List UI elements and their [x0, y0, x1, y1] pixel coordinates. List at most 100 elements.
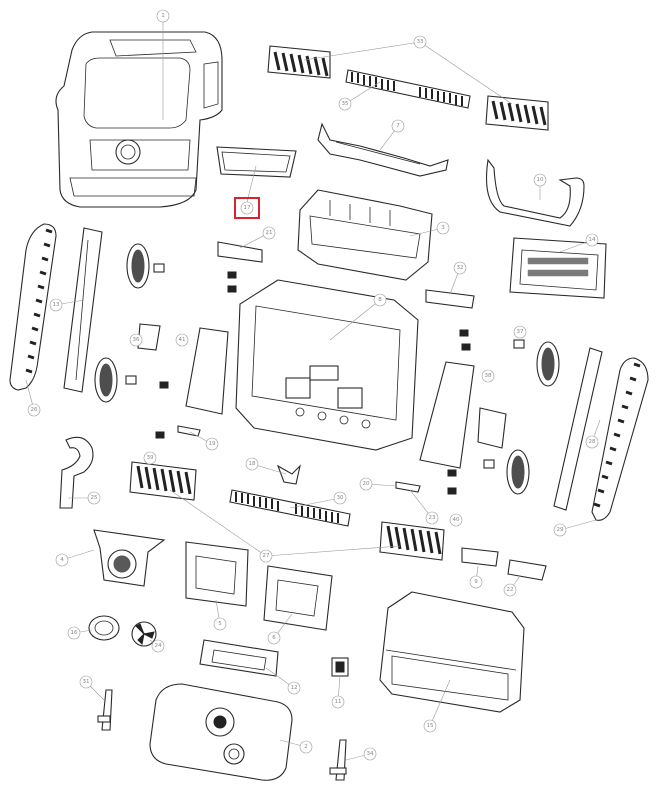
motor-bracket-6-part	[263, 565, 333, 631]
callout-17-label: 17	[244, 205, 251, 211]
callout-14[interactable]: 14	[585, 233, 599, 247]
side-panel-left-part	[63, 227, 103, 393]
callout-label: 22	[507, 587, 514, 593]
callout-39[interactable]: 39	[143, 451, 157, 465]
callout-circle	[513, 325, 527, 339]
callout-circle	[359, 477, 373, 491]
side-bracket-left-part	[185, 327, 229, 415]
track-left-part	[9, 223, 57, 391]
callout-25[interactable]: 25	[87, 491, 101, 505]
clip-set-part	[125, 263, 525, 493]
callout-circle	[299, 740, 313, 754]
gear-stack-left-part	[155, 271, 237, 439]
callout-4[interactable]: 4	[55, 553, 69, 567]
callout-circle	[425, 511, 439, 525]
callout-label: 26	[31, 407, 38, 413]
latch-right-part	[425, 289, 475, 309]
callout-36[interactable]: 36	[129, 333, 143, 347]
callout-label: 12	[291, 685, 298, 691]
highlighted-callout-17[interactable]: 17	[234, 197, 260, 219]
callout-32[interactable]: 32	[453, 261, 467, 275]
callout-label: 4	[60, 557, 64, 563]
hook-tool-part	[59, 436, 94, 509]
callout-40[interactable]: 40	[449, 513, 463, 527]
callout-circle	[262, 226, 276, 240]
callout-circle	[585, 233, 599, 247]
hose-part	[485, 158, 585, 227]
callout-19[interactable]: 19	[205, 437, 219, 451]
wheel-right-lower-part	[506, 449, 530, 495]
top-bracket-part	[317, 122, 449, 177]
callout-38[interactable]: 38	[481, 369, 495, 383]
callout-34[interactable]: 34	[363, 747, 377, 761]
callout-41[interactable]: 41	[175, 333, 189, 347]
callout-circle	[413, 35, 427, 49]
callout-circle	[27, 403, 41, 417]
callout-28[interactable]: 28	[585, 435, 599, 449]
callout-label: 8	[378, 297, 382, 303]
callout-3[interactable]: 3	[436, 221, 450, 235]
callout-1[interactable]: 1	[156, 9, 170, 23]
callout-20[interactable]: 20	[359, 477, 373, 491]
callout-label: 34	[367, 751, 374, 757]
callout-37[interactable]: 37	[513, 325, 527, 339]
callout-label: 15	[427, 723, 434, 729]
callout-18[interactable]: 18	[245, 457, 259, 471]
track-right-part	[591, 357, 649, 521]
callout-label: 11	[335, 699, 342, 705]
callout-7[interactable]: 7	[391, 119, 405, 133]
wheel-left-lower-part	[94, 357, 118, 403]
callout-circle	[55, 553, 69, 567]
callout-31[interactable]: 31	[79, 675, 93, 689]
callout-16[interactable]: 16	[67, 626, 81, 640]
callout-12[interactable]: 12	[287, 681, 301, 695]
callout-29[interactable]: 29	[553, 523, 567, 537]
callout-circle	[151, 639, 165, 653]
callout-label: 35	[342, 101, 349, 107]
callout-22[interactable]: 22	[503, 583, 517, 597]
callout-6[interactable]: 6	[267, 631, 281, 645]
motor-housing-part	[297, 189, 433, 281]
callout-circle	[533, 173, 547, 187]
callout-circle	[79, 675, 93, 689]
callout-label: 28	[589, 439, 596, 445]
motor-bracket-5-part	[185, 541, 249, 607]
callout-label: 29	[557, 527, 564, 533]
callout-label: 33	[417, 39, 424, 45]
connector-22-part	[507, 559, 547, 581]
callout-15[interactable]: 15	[423, 719, 437, 733]
callout-label: 41	[179, 337, 186, 343]
callout-13[interactable]: 13	[49, 298, 63, 312]
callout-10[interactable]: 10	[533, 173, 547, 187]
callout-35[interactable]: 35	[338, 97, 352, 111]
callout-circle	[287, 681, 301, 695]
callout-label: 13	[53, 302, 60, 308]
callout-21[interactable]: 21	[262, 226, 276, 240]
callout-11[interactable]: 11	[331, 695, 345, 709]
callout-label: 23	[429, 515, 436, 521]
callout-circle	[469, 575, 483, 589]
callout-33[interactable]: 33	[413, 35, 427, 49]
callout-label: 1	[161, 13, 165, 19]
callout-circle	[67, 626, 81, 640]
callout-circle	[129, 333, 143, 347]
impeller-part	[131, 621, 157, 647]
callout-5[interactable]: 5	[213, 617, 227, 631]
brush-roller-bottom-right-part	[379, 521, 445, 561]
callout-9[interactable]: 9	[469, 575, 483, 589]
callout-circle	[363, 747, 377, 761]
side-panel-right-part	[553, 347, 603, 511]
callout-circle	[436, 221, 450, 235]
callout-27[interactable]: 27	[259, 549, 273, 563]
callout-26[interactable]: 26	[27, 403, 41, 417]
callout-circle	[338, 97, 352, 111]
callout-2[interactable]: 2	[299, 740, 313, 754]
callout-label: 18	[249, 461, 256, 467]
callout-23[interactable]: 23	[425, 511, 439, 525]
callout-30[interactable]: 30	[333, 491, 347, 505]
callout-8[interactable]: 8	[373, 293, 387, 307]
cover-plate-part	[199, 639, 279, 677]
callout-24[interactable]: 24	[151, 639, 165, 653]
callout-circle	[87, 491, 101, 505]
sensor-34-part	[329, 739, 347, 781]
